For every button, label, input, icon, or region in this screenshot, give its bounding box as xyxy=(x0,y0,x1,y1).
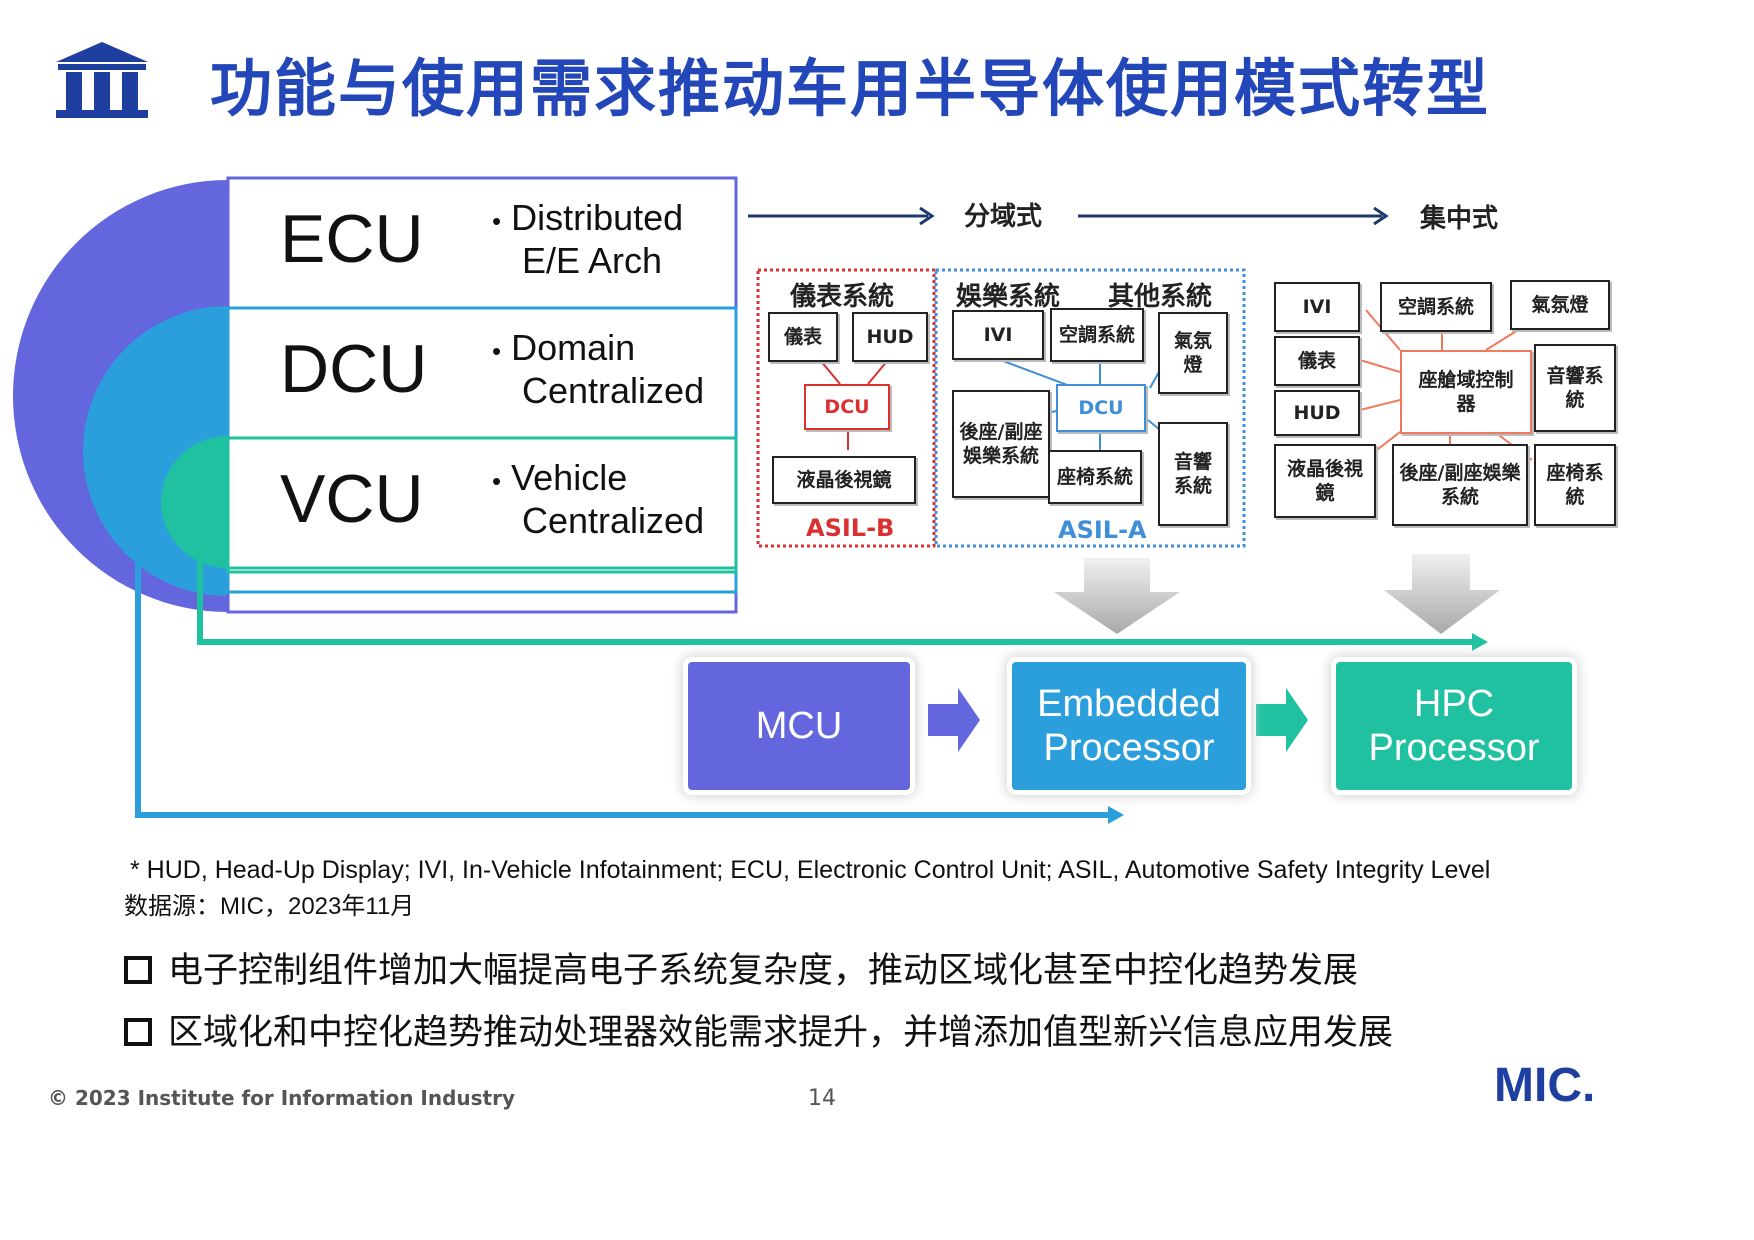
central-audio-box: 音響系統 xyxy=(1534,344,1616,432)
embedded-processor-box: Embedded Processor xyxy=(1012,662,1246,790)
vcu-arc xyxy=(161,436,228,568)
domain-dcu1-box: DCU xyxy=(804,384,890,430)
institute-building-icon xyxy=(56,42,148,118)
dcu-label: DCU xyxy=(280,331,428,407)
central-flow-label: 集中式 xyxy=(1420,204,1499,234)
page-number: 14 xyxy=(808,1086,836,1111)
domain-audio-box: 音響系統 xyxy=(1158,422,1228,526)
asil-a-label: ASIL-A xyxy=(1058,516,1147,544)
mic-logo: MIC. xyxy=(1494,1059,1596,1112)
central-rear-ent-box: 後座/副座娛樂系統 xyxy=(1392,444,1528,526)
domain-rear-ent-box: 後座/副座娛樂系統 xyxy=(952,390,1050,498)
domain-qifen-box: 氣氛燈 xyxy=(1158,312,1228,394)
dcu-flow-line xyxy=(135,367,1110,818)
mcu-box: MCU xyxy=(688,662,910,790)
ic-system-label: 儀表系統 xyxy=(790,282,895,312)
checkbox-icon xyxy=(124,956,152,984)
central-hud-box: HUD xyxy=(1274,390,1360,436)
ic-system-frame xyxy=(756,268,936,548)
domain-ac-box: 空調系統 xyxy=(1050,308,1144,362)
ent-system-label: 娛樂系統 xyxy=(956,282,1061,312)
central-down-arrow xyxy=(1384,554,1500,634)
ecu-label: ECU xyxy=(280,201,424,277)
source-note: 数据源：MIC，2023年11月 xyxy=(124,893,415,920)
central-seat-box: 座椅系統 xyxy=(1534,444,1616,526)
domain-yibiao-box: 儀表 xyxy=(768,312,838,362)
domain-flow-label: 分域式 xyxy=(964,202,1043,232)
dcu-description: • Domain Centralized xyxy=(492,327,705,411)
central-qifen-box: 氣氛燈 xyxy=(1510,280,1610,330)
central-yibiao-box: 儀表 xyxy=(1274,336,1360,386)
central-lcd-mirror-box: 液晶後視鏡 xyxy=(1274,444,1376,518)
vcu-flow-line xyxy=(197,509,1474,645)
vcu-flow-arrowhead xyxy=(1472,633,1488,651)
domain-seat-box: 座椅系統 xyxy=(1048,450,1142,504)
vcu-frame xyxy=(226,436,738,574)
ecu-description: • Distributed E/E Arch xyxy=(492,197,684,281)
asil-b-label: ASIL-B xyxy=(806,514,895,542)
domain-lcd-mirror-box: 液晶後視鏡 xyxy=(772,456,916,504)
domain-dcu2-box: DCU xyxy=(1056,384,1146,432)
domain-down-arrow xyxy=(1054,558,1180,634)
flow-arrow-1 xyxy=(919,206,935,226)
abbreviation-footnote: * HUD, Head-Up Display; IVI, In-Vehicle … xyxy=(130,856,1491,884)
vcu-label: VCU xyxy=(280,461,424,537)
mcu-to-embedded-arrow xyxy=(928,688,980,752)
embedded-to-hpc-arrow xyxy=(1256,688,1308,752)
domain-hud-box: HUD xyxy=(852,312,928,362)
central-ivi-box: IVI xyxy=(1274,282,1360,332)
page-title: 功能与使用需求推动车用半导体使用模式转型 xyxy=(210,52,1491,125)
ent-system-frame xyxy=(934,268,1246,548)
cockpit-domain-controller-box: 座艙域控制器 xyxy=(1400,350,1532,434)
central-ac-box: 空調系統 xyxy=(1380,282,1492,332)
key-point-1: 电子控制组件增加大幅提高电子系统复杂度，推动区域化甚至中控化趋势发展 xyxy=(124,942,1358,993)
other-system-label: 其他系統 xyxy=(1108,282,1213,312)
vcu-description: • Vehicle Centralized xyxy=(492,457,705,541)
dcu-flow-arrowhead xyxy=(1108,806,1124,824)
flow-arrow-2 xyxy=(1373,206,1389,226)
domain-ivi-box: IVI xyxy=(952,310,1044,360)
ecu-frame xyxy=(226,176,738,614)
key-point-2: 区域化和中控化趋势推动处理器效能需求提升，并增添加值型新兴信息应用发展 xyxy=(124,1004,1393,1055)
hpc-processor-box: HPC Processor xyxy=(1336,662,1572,790)
copyright: © 2023 Institute for Information Industr… xyxy=(48,1086,516,1110)
checkbox-icon xyxy=(124,1018,152,1046)
